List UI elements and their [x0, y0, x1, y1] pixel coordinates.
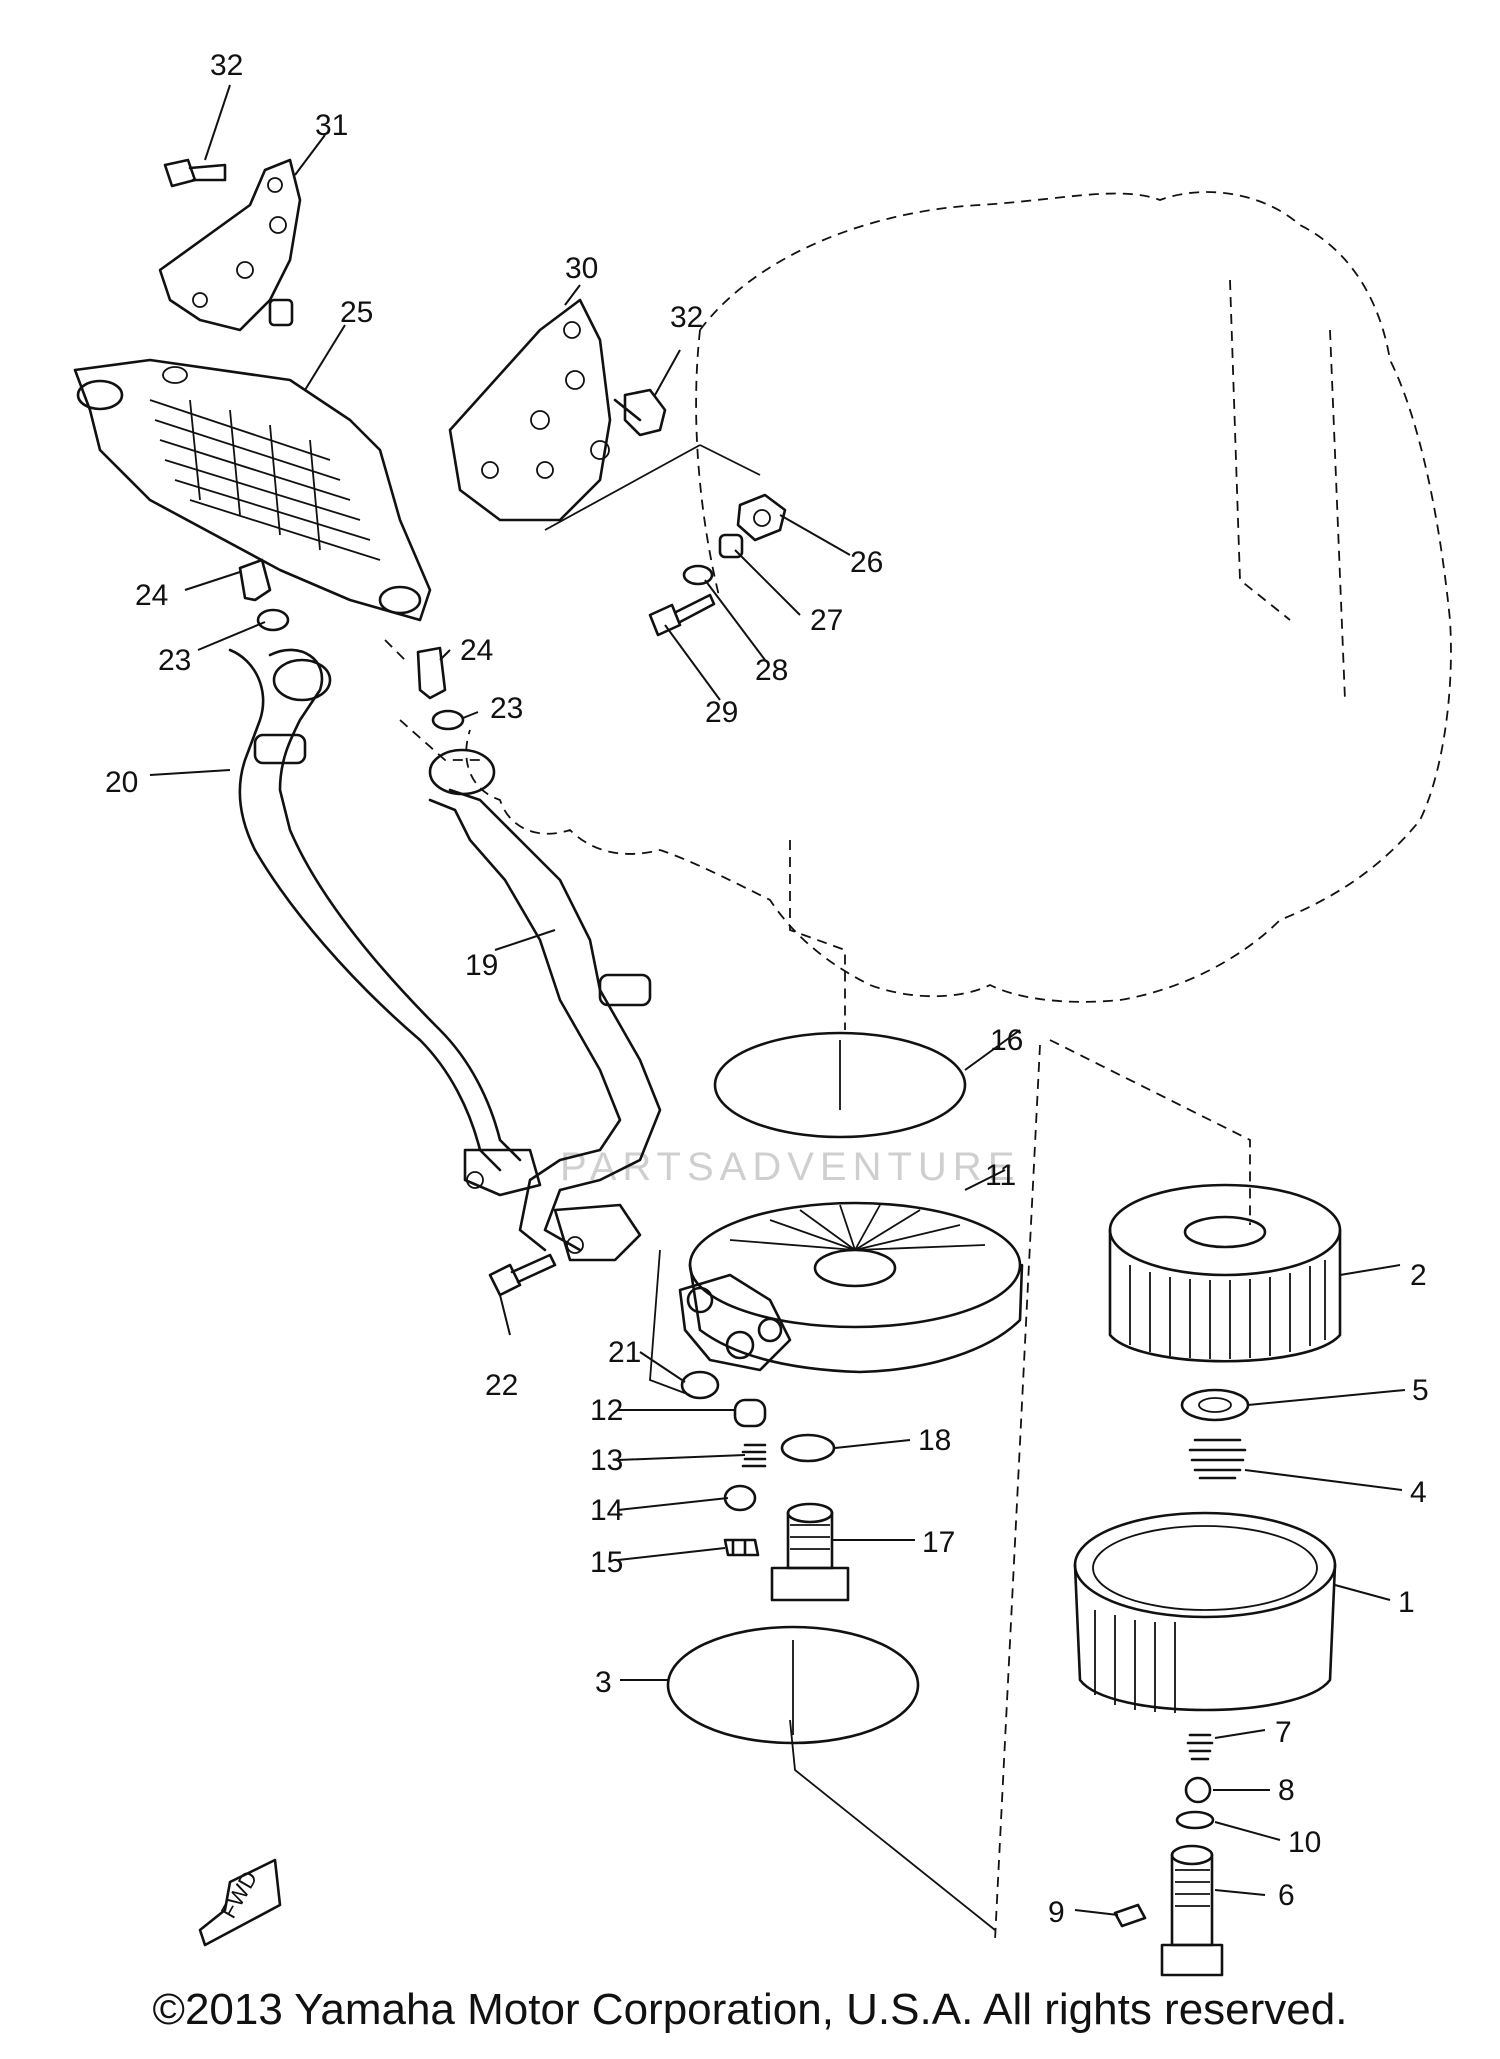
- clip-15: [723, 1538, 760, 1557]
- bolt-22: [488, 1253, 557, 1297]
- callout-23-right: 23: [490, 692, 523, 725]
- filter-housing-1: [1073, 1511, 1337, 1713]
- callout-1: 1: [1398, 1586, 1415, 1619]
- bracket-30: [448, 298, 612, 522]
- valve-12: [733, 1398, 767, 1428]
- callout-11: 11: [985, 1159, 1016, 1192]
- crankcase-rib-2: [1329, 329, 1346, 701]
- crankcase-outline: [465, 191, 1452, 1003]
- fitting-24-left: [238, 558, 272, 602]
- callout-9: 9: [1048, 1896, 1065, 1929]
- callout-31: 31: [315, 109, 348, 142]
- callout-23-left: 23: [158, 644, 191, 677]
- union-bolt-17: [770, 1502, 850, 1602]
- callout-14: 14: [590, 1494, 623, 1527]
- o-ring-3: [666, 1625, 920, 1745]
- callout-5: 5: [1412, 1374, 1429, 1407]
- o-ring-10: [1175, 1810, 1215, 1830]
- spring-4: [1188, 1438, 1247, 1480]
- mount-frame-line: [544, 444, 761, 531]
- oil-filter-2: [1108, 1183, 1342, 1363]
- callout-25: 25: [340, 296, 373, 329]
- callout-30: 30: [565, 252, 598, 285]
- callout-24-right: 24: [460, 634, 493, 667]
- assembly-axis-line-1: [789, 840, 846, 1030]
- callout-16: 16: [990, 1024, 1023, 1057]
- assembly-axis-line-3: [1049, 1039, 1251, 1225]
- oil-cooler-25: [73, 358, 432, 622]
- callout-6: 6: [1278, 1879, 1295, 1912]
- fitting-24-right: [416, 646, 447, 700]
- callout-20: 20: [105, 766, 138, 799]
- copyright-notice: ©2013 Yamaha Motor Corporation, U.S.A. A…: [152, 1985, 1348, 2034]
- o-ring-16: [713, 1031, 967, 1139]
- collar-27: [718, 533, 744, 559]
- callout-4: 4: [1410, 1476, 1427, 1509]
- washer-5: [1180, 1388, 1250, 1422]
- oil-hose-20: [228, 648, 542, 1197]
- callout-27: 27: [810, 604, 843, 637]
- callout-13: 13: [590, 1444, 623, 1477]
- callout-32-right: 32: [670, 301, 703, 334]
- center-bolt-6: [1160, 1844, 1224, 1977]
- callout-3: 3: [595, 1666, 612, 1699]
- o-ring-21: [680, 1370, 720, 1400]
- spring-13: [741, 1443, 767, 1468]
- callout-29: 29: [705, 696, 738, 729]
- washer-9: [1113, 1903, 1147, 1928]
- oil-hose-19: [428, 748, 662, 1262]
- o-ring-18: [780, 1433, 836, 1463]
- filter-cover-11: [678, 1201, 1024, 1374]
- bolt-29: [648, 593, 716, 637]
- callout-22: 22: [485, 1369, 518, 1402]
- crankcase-rib-3: [695, 329, 721, 601]
- assembly-axis-line-5: [649, 1249, 691, 1396]
- crankcase-rib-1: [1229, 279, 1291, 621]
- callout-32-top: 32: [210, 49, 243, 82]
- spring-7: [1186, 1733, 1214, 1761]
- leader-lines: [149, 84, 1406, 1916]
- assembly-axis-line-2: [994, 1044, 1041, 1941]
- callout-28: 28: [755, 654, 788, 687]
- bolt-32-upper: [163, 158, 227, 188]
- fwd-label: FWD: [216, 1867, 263, 1923]
- callout-12: 12: [590, 1394, 623, 1427]
- washer-28: [682, 564, 714, 586]
- watermark-text: PARTSADVENTURE: [560, 1145, 1020, 1189]
- o-ring-23-right: [431, 709, 465, 731]
- callout-17: 17: [922, 1526, 955, 1559]
- washer-5-inner: [1198, 1397, 1232, 1413]
- assembly-axis-line-4: [789, 1719, 996, 1931]
- callout-26: 26: [850, 546, 883, 579]
- fitting-dash-line: [384, 639, 480, 761]
- callout-19: 19: [465, 949, 498, 982]
- nut-26: [736, 493, 787, 542]
- ball-8: [1184, 1776, 1212, 1804]
- callout-8: 8: [1278, 1774, 1295, 1807]
- callout-15: 15: [590, 1546, 623, 1579]
- bolt-32-lower: [613, 388, 667, 437]
- bracket-31: [158, 158, 302, 332]
- fwd-arrow-icon: FWD: [198, 1858, 282, 1947]
- callout-10: 10: [1288, 1826, 1321, 1859]
- washer-14: [723, 1484, 757, 1512]
- callout-24-left: 24: [135, 579, 168, 612]
- callout-21: 21: [608, 1336, 641, 1369]
- callout-18: 18: [918, 1424, 951, 1457]
- callout-7: 7: [1275, 1716, 1292, 1749]
- o-ring-23-left: [256, 608, 290, 632]
- callout-2: 2: [1410, 1259, 1427, 1292]
